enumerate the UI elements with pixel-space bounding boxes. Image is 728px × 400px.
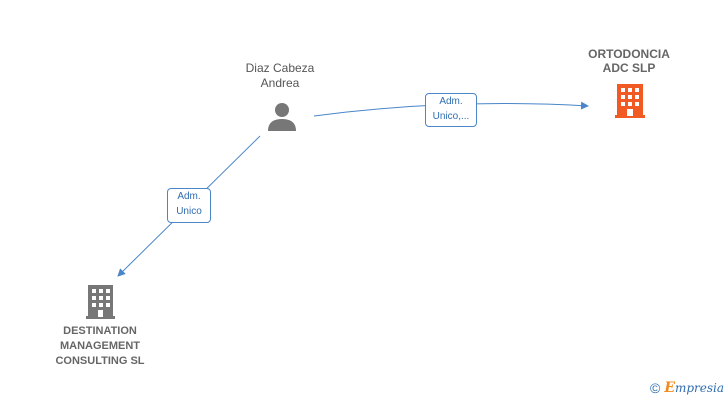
brand-initial: E: [664, 380, 675, 396]
brand-name: mpresia: [675, 381, 725, 395]
empresia-watermark: © E mpresia: [650, 380, 724, 396]
person-name-line2: Andrea: [260, 76, 300, 90]
edge-label-destination-line2: Unico: [176, 206, 202, 217]
person-icon[interactable]: [266, 101, 298, 131]
copyright-symbol: ©: [650, 380, 661, 396]
person-name-line1: Diaz Cabeza: [245, 61, 315, 75]
edge-label-ortodoncia-line2: Unico,...: [432, 111, 470, 122]
person-node-label[interactable]: Diaz Cabeza Andrea: [220, 61, 340, 91]
destination-name-line1: DESTINATION: [63, 325, 137, 337]
edge-label-ortodoncia[interactable]: Adm. Unico,...: [425, 93, 477, 127]
edge-label-destination-line1: Adm.: [177, 191, 201, 202]
building-icon-destination[interactable]: [86, 285, 116, 319]
edge-label-destination[interactable]: Adm. Unico: [167, 188, 211, 223]
ortodoncia-name-line2: ADC SLP: [602, 61, 656, 75]
company-ortodoncia-label[interactable]: ORTODONCIA ADC SLP: [568, 47, 690, 75]
edge-label-ortodoncia-line1: Adm.: [439, 96, 463, 107]
ortodoncia-name-line1: ORTODONCIA: [588, 47, 670, 61]
destination-name-line3: CONSULTING SL: [55, 355, 145, 367]
building-icon-ortodoncia[interactable]: [615, 84, 647, 118]
destination-name-line2: MANAGEMENT: [59, 340, 141, 352]
company-destination-label[interactable]: DESTINATION MANAGEMENT CONSULTING SL: [38, 324, 162, 369]
